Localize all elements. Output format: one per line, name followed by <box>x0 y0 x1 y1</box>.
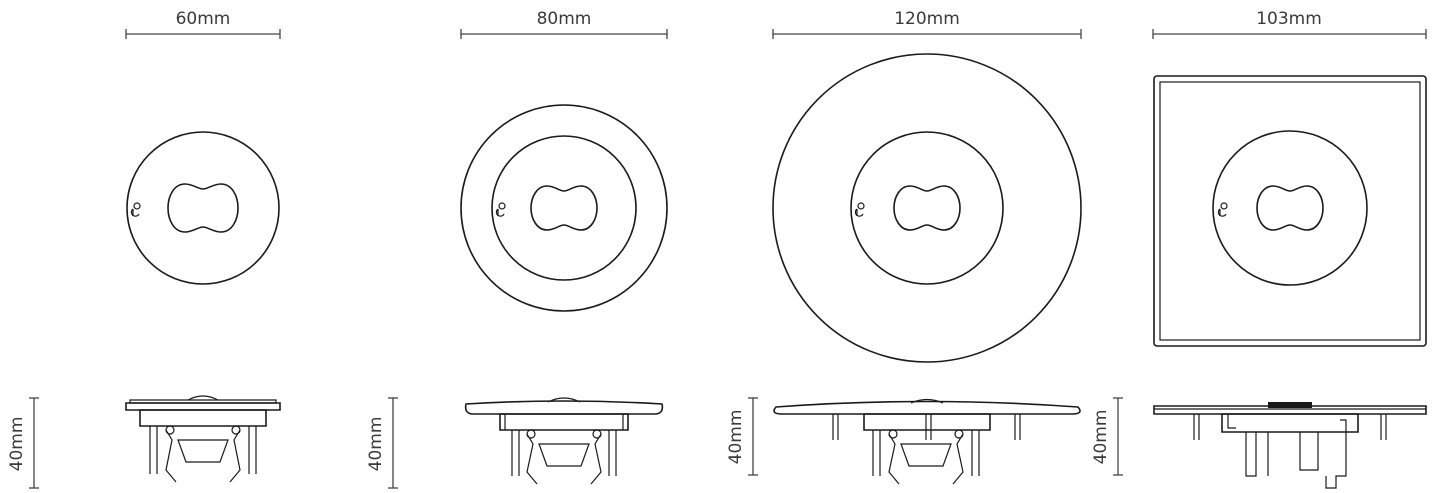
sensor-103mm: 103mm 40mm <box>1091 9 1427 489</box>
width-dimension-60: 60mm <box>125 9 281 39</box>
screw-icon <box>854 202 865 217</box>
width-dimension-103: 103mm <box>1152 9 1427 39</box>
sensor-body-circle <box>126 131 280 285</box>
width-label-60: 60mm <box>176 9 231 29</box>
side-view-120 <box>773 398 1081 485</box>
side-view-60 <box>125 395 281 483</box>
lens-window <box>167 183 239 233</box>
sensor-60mm: 60mm 40mm <box>7 9 281 489</box>
screw-icon <box>495 202 506 217</box>
lens-window <box>530 185 598 231</box>
height-label-103: 40mm <box>1091 410 1111 465</box>
width-label-80: 80mm <box>537 9 592 29</box>
top-view-60 <box>126 131 280 285</box>
square-plate-inner <box>1159 81 1421 341</box>
square-plate-outer <box>1153 75 1427 347</box>
sensor-body-circle <box>1212 130 1368 286</box>
height-dimension-60: 40mm <box>7 397 39 489</box>
width-dimension-120: 120mm <box>772 9 1082 39</box>
width-label-103: 103mm <box>1256 9 1322 29</box>
width-label-120: 120mm <box>894 9 960 29</box>
sensor-120mm: 120mm 40mm <box>726 9 1082 485</box>
top-view-120 <box>772 53 1082 363</box>
height-label-80: 40mm <box>366 417 386 472</box>
height-label-60: 40mm <box>7 417 27 472</box>
screw-icon <box>130 202 141 217</box>
height-dimension-120: 40mm <box>726 397 758 476</box>
sensor-80mm: 80mm 40mm <box>366 9 668 489</box>
lens-window <box>1256 185 1324 231</box>
height-label-120: 40mm <box>726 410 746 465</box>
height-dimension-103: 40mm <box>1091 397 1123 476</box>
sensor-body-circle <box>850 131 1004 285</box>
screw-icon <box>1217 202 1228 217</box>
side-view-80 <box>464 397 664 485</box>
height-dimension-80: 40mm <box>366 397 398 489</box>
top-view-80 <box>460 104 668 312</box>
mounting-ring-circle <box>772 53 1082 363</box>
side-view-103 <box>1153 402 1427 489</box>
width-dimension-80: 80mm <box>460 9 668 39</box>
lens-window <box>893 185 961 231</box>
mounting-ring-circle <box>460 104 668 312</box>
top-view-103 <box>1153 75 1427 347</box>
sensor-body-circle <box>491 135 637 281</box>
